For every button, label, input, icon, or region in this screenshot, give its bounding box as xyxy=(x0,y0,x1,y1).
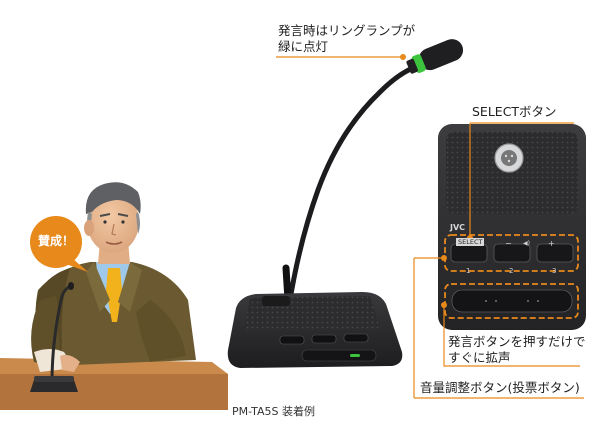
leader-lines xyxy=(276,54,584,399)
speak-highlight xyxy=(444,283,579,319)
select-key xyxy=(450,243,488,263)
conference-unit xyxy=(227,39,464,368)
gooseneck xyxy=(287,63,421,303)
speak-button-callout-line2: すぐに拡声 xyxy=(448,350,511,365)
key-number-2: 2 xyxy=(509,267,514,275)
desk-mic-neck xyxy=(50,284,71,383)
ring-lamp-callout-line1: 発言時はリングランプが xyxy=(278,23,416,38)
zoomed-panel xyxy=(438,124,586,330)
select-button-callout: SELECTボタン xyxy=(472,104,557,119)
brand-logo: JVC xyxy=(450,223,466,232)
speak-button-callout-line1: 発言ボタンを押すだけで xyxy=(448,334,586,349)
volume-down-key xyxy=(493,243,531,263)
volume-button-callout: 音量調整ボタン(投票ボタン) xyxy=(420,380,580,395)
plus-label: + xyxy=(548,239,555,248)
speech-bubble-text: 賛成！ xyxy=(38,234,75,248)
ring-lamp-callout-line2: 緑に点灯 xyxy=(278,39,329,54)
ring-lamp xyxy=(411,54,426,73)
speaker-grille xyxy=(446,132,578,214)
volume-icon: ◀) xyxy=(523,240,530,247)
hair xyxy=(85,182,141,214)
minus-label: − xyxy=(505,239,512,248)
desk-mic-base xyxy=(30,380,78,392)
delegate-illustration xyxy=(0,182,228,410)
hand xyxy=(60,354,80,372)
select-key-label: SELECT xyxy=(456,238,485,246)
volume-up-key xyxy=(536,243,574,263)
speech-bubble xyxy=(30,216,88,272)
model-caption: PM-TA5S 装着例 xyxy=(232,405,315,418)
key-number-3: 3 xyxy=(552,267,557,275)
key-number-1: 1 xyxy=(466,267,471,275)
speak-bar xyxy=(451,289,573,313)
tie xyxy=(106,268,122,322)
face xyxy=(87,191,139,253)
mic-head xyxy=(406,39,464,74)
